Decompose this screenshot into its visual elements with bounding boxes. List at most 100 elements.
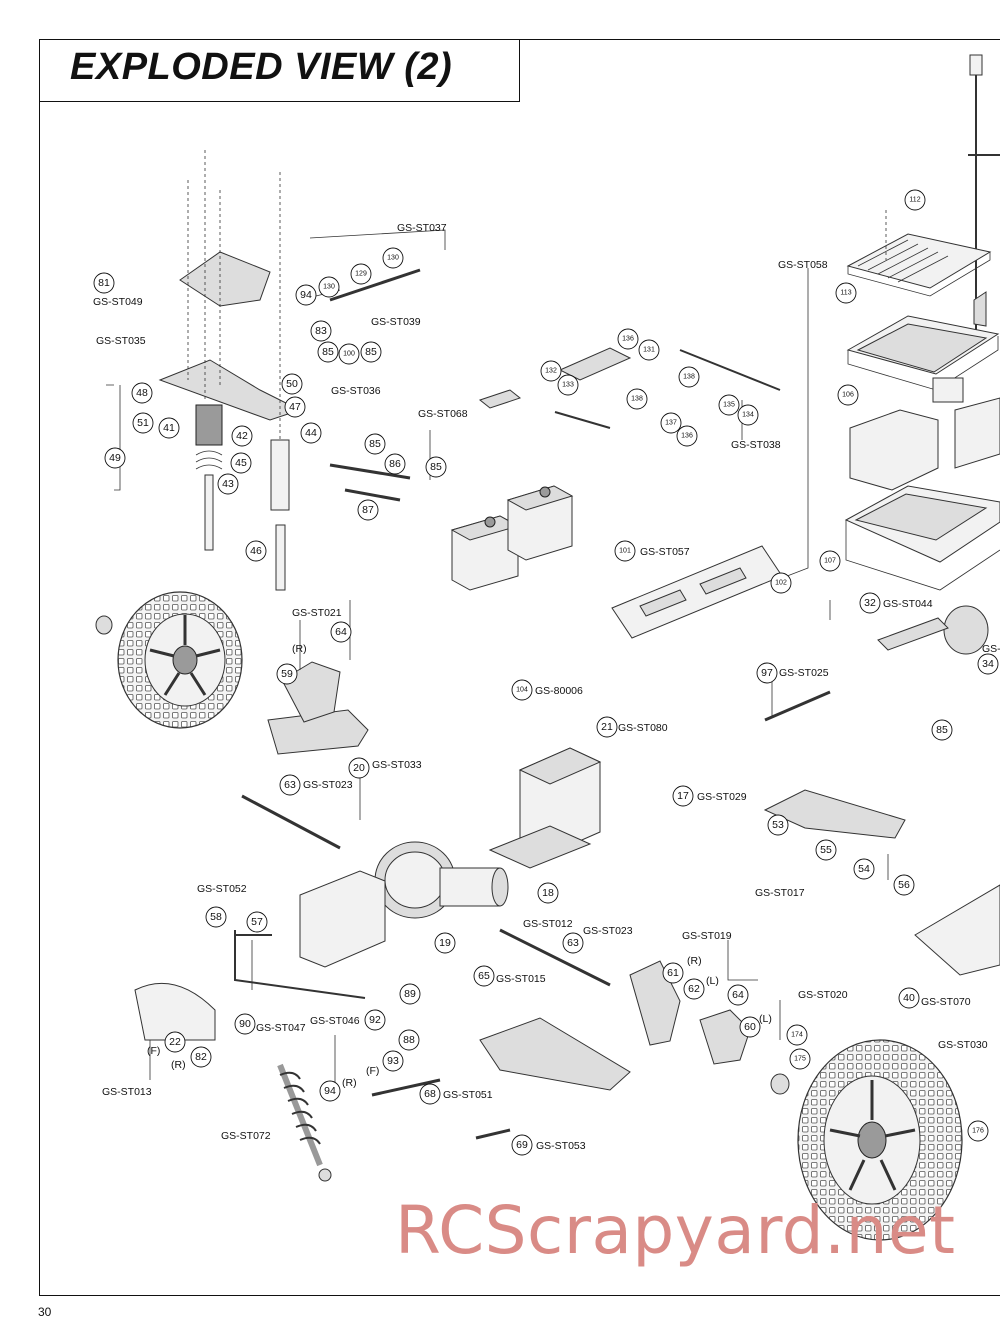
callout-62: 62	[688, 983, 700, 995]
side-label-r: (R)	[342, 1077, 357, 1089]
assembly-labels: GS-ST037 GS-ST049 GS-ST035 GS-ST039 GS-S…	[93, 222, 1000, 1152]
callout-41: 41	[163, 422, 175, 434]
callout-21: 21	[601, 721, 613, 733]
callout-58: 58	[210, 911, 222, 923]
label-gs-st021: GS-ST021	[292, 607, 342, 619]
brake-pad-arm	[877, 617, 949, 651]
callout-174: 174	[791, 1032, 803, 1039]
side-label-r: (R)	[687, 955, 702, 967]
callout-57: 57	[251, 916, 263, 928]
callout-64-a: 64	[335, 626, 347, 638]
callout-107: 107	[824, 558, 836, 565]
steering-post-assembly	[195, 404, 290, 591]
label-gs-st058: GS-ST058	[778, 259, 828, 271]
callout-93: 93	[387, 1055, 399, 1067]
callout-47: 47	[289, 401, 301, 413]
callout-104: 104	[516, 687, 528, 694]
callout-175: 175	[794, 1056, 806, 1063]
callout-44: 44	[305, 427, 317, 439]
receiver-frame	[846, 315, 1000, 391]
callout-86: 86	[389, 458, 401, 470]
label-gs-st013: GS-ST013	[102, 1086, 152, 1098]
callout-135: 135	[723, 402, 735, 409]
callout-59: 59	[281, 668, 293, 680]
callout-92: 92	[369, 1014, 381, 1026]
servo-right	[506, 485, 574, 561]
callout-94-b: 94	[324, 1085, 336, 1097]
label-gs-st068: GS-ST068	[418, 408, 468, 420]
callout-42: 42	[236, 430, 248, 442]
label-gs-st070: GS-ST070	[921, 996, 971, 1008]
callout-40: 40	[903, 992, 915, 1004]
chassis-plate	[914, 884, 1000, 976]
mud-guard	[134, 982, 216, 1041]
callout-133: 133	[562, 382, 574, 389]
callout-56: 56	[898, 879, 910, 891]
callout-85-b: 85	[365, 346, 377, 358]
callout-81: 81	[98, 277, 110, 289]
callout-64-b: 64	[732, 989, 744, 1001]
callout-43: 43	[222, 478, 234, 490]
label-gs-st051: GS-ST051	[443, 1089, 493, 1101]
rear-upper-arm	[763, 789, 906, 839]
callout-112: 112	[909, 197, 920, 204]
callout-69: 69	[516, 1139, 528, 1151]
callout-85-a: 85	[322, 346, 334, 358]
side-label-l: (L)	[706, 975, 719, 987]
callout-136-b: 136	[681, 433, 693, 440]
label-gs-st053: GS-ST053	[536, 1140, 586, 1152]
callout-176: 176	[972, 1128, 984, 1135]
callout-50: 50	[286, 378, 298, 390]
callout-97: 97	[761, 667, 773, 679]
label-gs-st033: GS-ST033	[372, 759, 422, 771]
label-gs-st019: GS-ST019	[682, 930, 732, 942]
callout-65: 65	[478, 970, 490, 982]
label-gs-st029: GS-ST029	[697, 791, 747, 803]
callout-18: 18	[542, 887, 554, 899]
battery-pack	[849, 409, 939, 491]
label-gs-st035: GS-ST035	[96, 335, 146, 347]
center-diff-mount	[488, 747, 602, 869]
part-callouts: 112 113 106 107 101 102 81 130 129 130 9…	[93, 189, 999, 1156]
callout-85-c: 85	[369, 438, 381, 450]
callout-130-a: 130	[387, 255, 399, 262]
callout-113: 113	[840, 290, 851, 297]
label-gs-st047: GS-ST047	[256, 1022, 306, 1034]
front-left-wheel	[95, 591, 243, 729]
title-box	[39, 39, 520, 102]
label-gs-st030: GS-ST030	[938, 1039, 988, 1051]
callout-87: 87	[362, 504, 374, 516]
label-gs-st015: GS-ST015	[496, 973, 546, 985]
callout-137: 137	[665, 420, 677, 427]
steering-plate	[158, 359, 302, 421]
callout-53: 53	[772, 819, 784, 831]
callout-134: 134	[742, 412, 754, 419]
callout-68: 68	[424, 1088, 436, 1100]
callout-48: 48	[136, 387, 148, 399]
side-label-r: (R)	[292, 643, 307, 655]
label-gs-80006: GS-80006	[535, 685, 583, 697]
callout-85-e: 85	[936, 724, 948, 736]
callout-63-b: 63	[567, 937, 579, 949]
callout-89: 89	[404, 988, 416, 1000]
label-gs-st025: GS-ST025	[779, 667, 829, 679]
page-number: 30	[38, 1305, 52, 1319]
callout-138-b: 138	[631, 396, 643, 403]
label-gs-st036: GS-ST036	[331, 385, 381, 397]
callout-102: 102	[775, 580, 787, 587]
label-gs-st023-b: GS-ST023	[583, 925, 633, 937]
front-right-wheel	[770, 1039, 963, 1241]
page-title: EXPLODED VIEW (2)	[70, 46, 453, 88]
callout-138-a: 138	[683, 374, 695, 381]
callout-32: 32	[864, 597, 876, 609]
antenna-part	[968, 54, 1000, 330]
servo-tray	[611, 545, 783, 639]
callout-90: 90	[239, 1018, 251, 1030]
callout-131: 131	[643, 347, 655, 354]
side-label-l: (L)	[759, 1013, 772, 1025]
callout-85-d: 85	[430, 461, 442, 473]
front-differential	[374, 841, 509, 919]
callout-45: 45	[235, 457, 247, 469]
label-gs-st072: GS-ST072	[221, 1130, 271, 1142]
callout-34: 34	[982, 658, 994, 670]
